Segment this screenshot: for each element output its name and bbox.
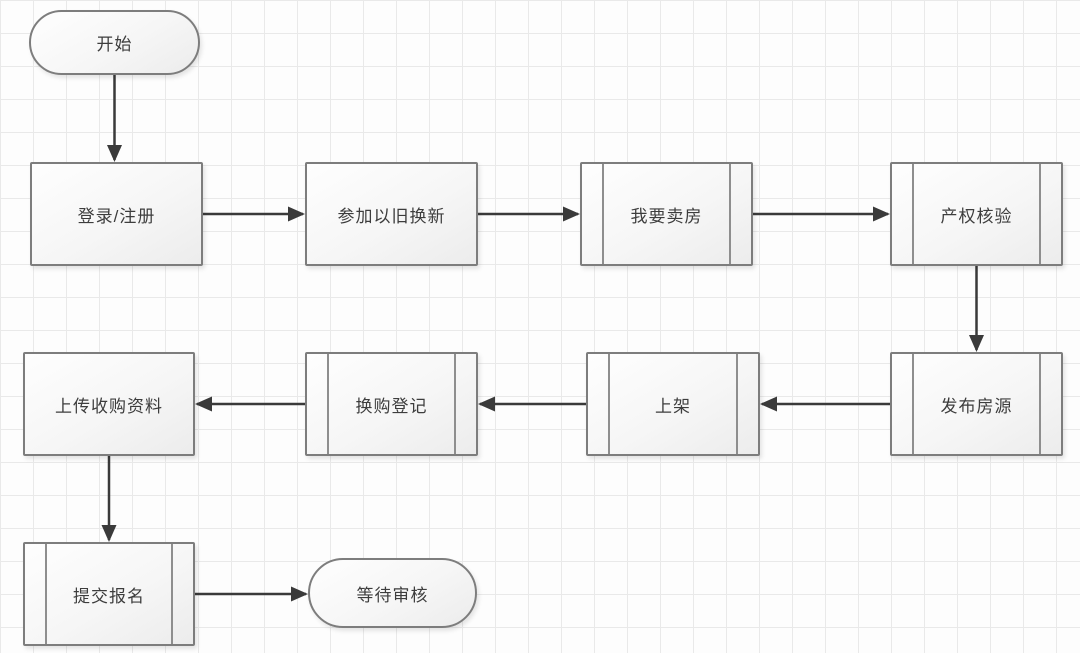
node-trade-in-registration[interactable]: 换购登记 (305, 352, 478, 456)
node-property-verification[interactable]: 产权核验 (890, 162, 1063, 266)
node-upload-materials-label: 上传收购资料 (55, 396, 163, 416)
node-wait-review[interactable]: 等待审核 (308, 558, 477, 628)
node-publish-listing-label: 发布房源 (940, 396, 1013, 416)
node-start[interactable]: 开始 (29, 10, 200, 75)
node-join-trade-in-label: 参加以旧换新 (337, 206, 446, 226)
node-login-register-label: 登录/注册 (77, 206, 156, 226)
node-sell-house-label: 我要卖房 (630, 206, 703, 226)
node-login-register[interactable]: 登录/注册 (30, 162, 203, 266)
node-upload-materials[interactable]: 上传收购资料 (23, 352, 195, 456)
node-start-label: 开始 (96, 35, 133, 54)
node-join-trade-in[interactable]: 参加以旧换新 (305, 162, 478, 266)
node-submit-application[interactable]: 提交报名 (23, 542, 195, 646)
node-property-verification-label: 产权核验 (940, 206, 1013, 226)
node-list-on-shelf-label: 上架 (655, 396, 691, 416)
node-submit-application-label: 提交报名 (73, 586, 145, 606)
node-trade-in-registration-label: 换购登记 (355, 396, 428, 416)
node-list-on-shelf[interactable]: 上架 (586, 352, 760, 456)
node-publish-listing[interactable]: 发布房源 (890, 352, 1063, 456)
node-wait-review-label: 等待审核 (356, 585, 429, 605)
node-sell-house[interactable]: 我要卖房 (580, 162, 753, 266)
